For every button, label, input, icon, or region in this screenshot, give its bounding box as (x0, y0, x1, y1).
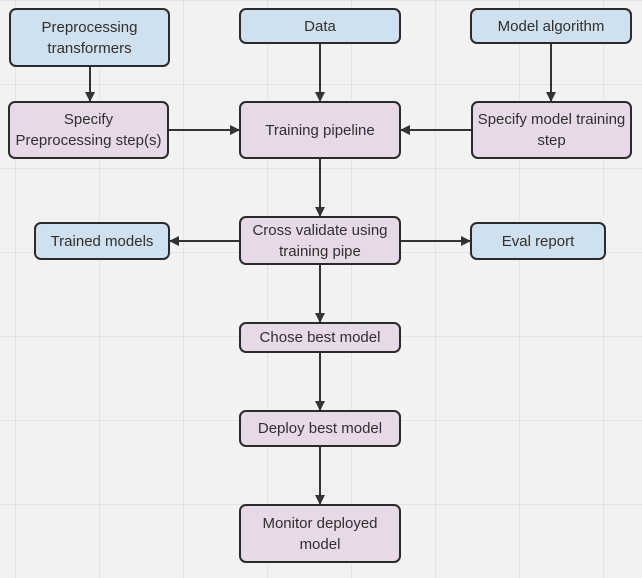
node-monitor-deployed-model[interactable]: Monitor deployed model (239, 504, 401, 563)
node-eval-report[interactable]: Eval report (470, 222, 606, 260)
node-data[interactable]: Data (239, 8, 401, 44)
node-training-pipeline[interactable]: Training pipeline (239, 101, 401, 159)
node-label: Eval report (501, 232, 575, 250)
node-chose-best-model[interactable]: Chose best model (239, 322, 401, 353)
node-specify-model-training[interactable]: Specify model training step (471, 101, 632, 159)
node-model-algorithm[interactable]: Model algorithm (470, 8, 632, 44)
node-label: Specify Preprocessing step(s) (15, 111, 162, 149)
node-label: Preprocessing transformers (41, 18, 138, 57)
node-specify-preprocessing[interactable]: Specify Preprocessing step(s) (8, 101, 169, 159)
node-label: Data (304, 17, 336, 35)
node-label: Cross validate using training pipe (252, 221, 388, 260)
node-cross-validate[interactable]: Cross validate using training pipe (239, 216, 401, 265)
node-trained-models[interactable]: Trained models (34, 222, 170, 260)
node-deploy-best-model[interactable]: Deploy best model (239, 410, 401, 447)
node-label: Monitor deployed model (262, 514, 378, 553)
node-label: Chose best model (259, 329, 381, 346)
node-label: Model algorithm (497, 17, 605, 35)
node-label: Deploy best model (257, 420, 383, 437)
node-label: Trained models (50, 232, 154, 250)
node-label: Specify model training step (477, 111, 626, 149)
node-preprocessing-transformers[interactable]: Preprocessing transformers (9, 8, 170, 67)
node-label: Training pipeline (265, 121, 375, 139)
